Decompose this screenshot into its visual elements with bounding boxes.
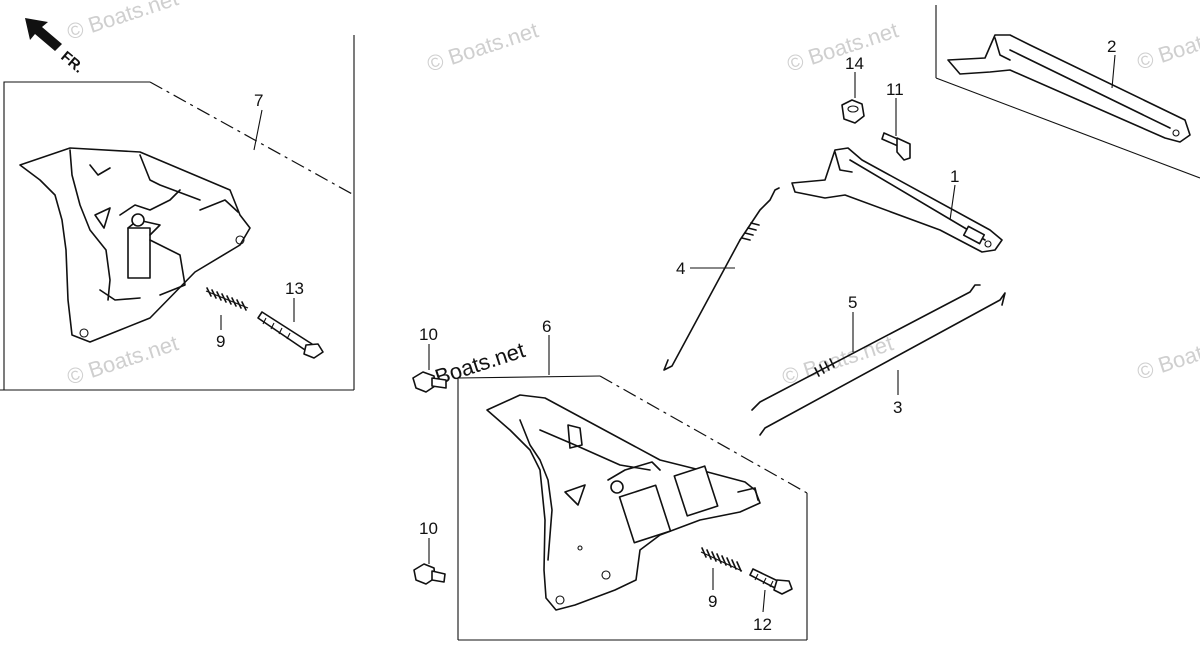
watermark-2: © Boats.net [424, 17, 541, 76]
callout-10-top: 10 [419, 325, 438, 344]
callout-numbers: 7 13 9 2 1 14 11 4 5 3 6 10 10 9 12 [216, 37, 1116, 634]
throttle-arm-part-2 [947, 34, 1191, 143]
frame-lines [0, 5, 1200, 641]
bolt-part-10-top [412, 371, 447, 393]
watermark-7: © Boats.net [1134, 325, 1200, 384]
callout-1: 1 [950, 167, 959, 186]
bolt-part-12 [749, 568, 793, 595]
rod-part-4 [663, 187, 780, 371]
bolt-part-10-bottom [413, 563, 446, 585]
control-bracket-assembly-part-7 [19, 147, 251, 343]
watermark-3: © Boats.net [784, 17, 901, 76]
callout-12: 12 [753, 615, 772, 634]
callout-7: 7 [254, 91, 263, 110]
callout-2: 2 [1107, 37, 1116, 56]
watermark-1: © Boats.net [64, 0, 181, 45]
spring-part-9-right [700, 547, 743, 572]
callout-14: 14 [845, 54, 864, 73]
bolt-part-11 [881, 132, 911, 161]
callout-9-right: 9 [708, 592, 717, 611]
rod-part-3 [759, 292, 1006, 436]
bolt-part-13 [257, 311, 324, 359]
spring-part-9-left [205, 287, 249, 311]
rod-part-5 [751, 284, 981, 411]
callout-3: 3 [893, 398, 902, 417]
control-bracket-assembly-part-6 [486, 394, 761, 611]
leader-lines [220, 54, 1116, 613]
callout-5: 5 [848, 293, 857, 312]
callout-6: 6 [542, 317, 551, 336]
callout-4: 4 [676, 259, 685, 278]
callout-9-left: 9 [216, 332, 225, 351]
nut-part-14 [841, 99, 865, 124]
callout-13: 13 [285, 279, 304, 298]
watermark-4: © Boats.net [1134, 15, 1200, 74]
front-direction-label: FR. [57, 48, 86, 77]
callout-11: 11 [886, 80, 904, 99]
callout-10-bottom: 10 [419, 519, 438, 538]
control-arm-part-1 [791, 147, 1003, 253]
